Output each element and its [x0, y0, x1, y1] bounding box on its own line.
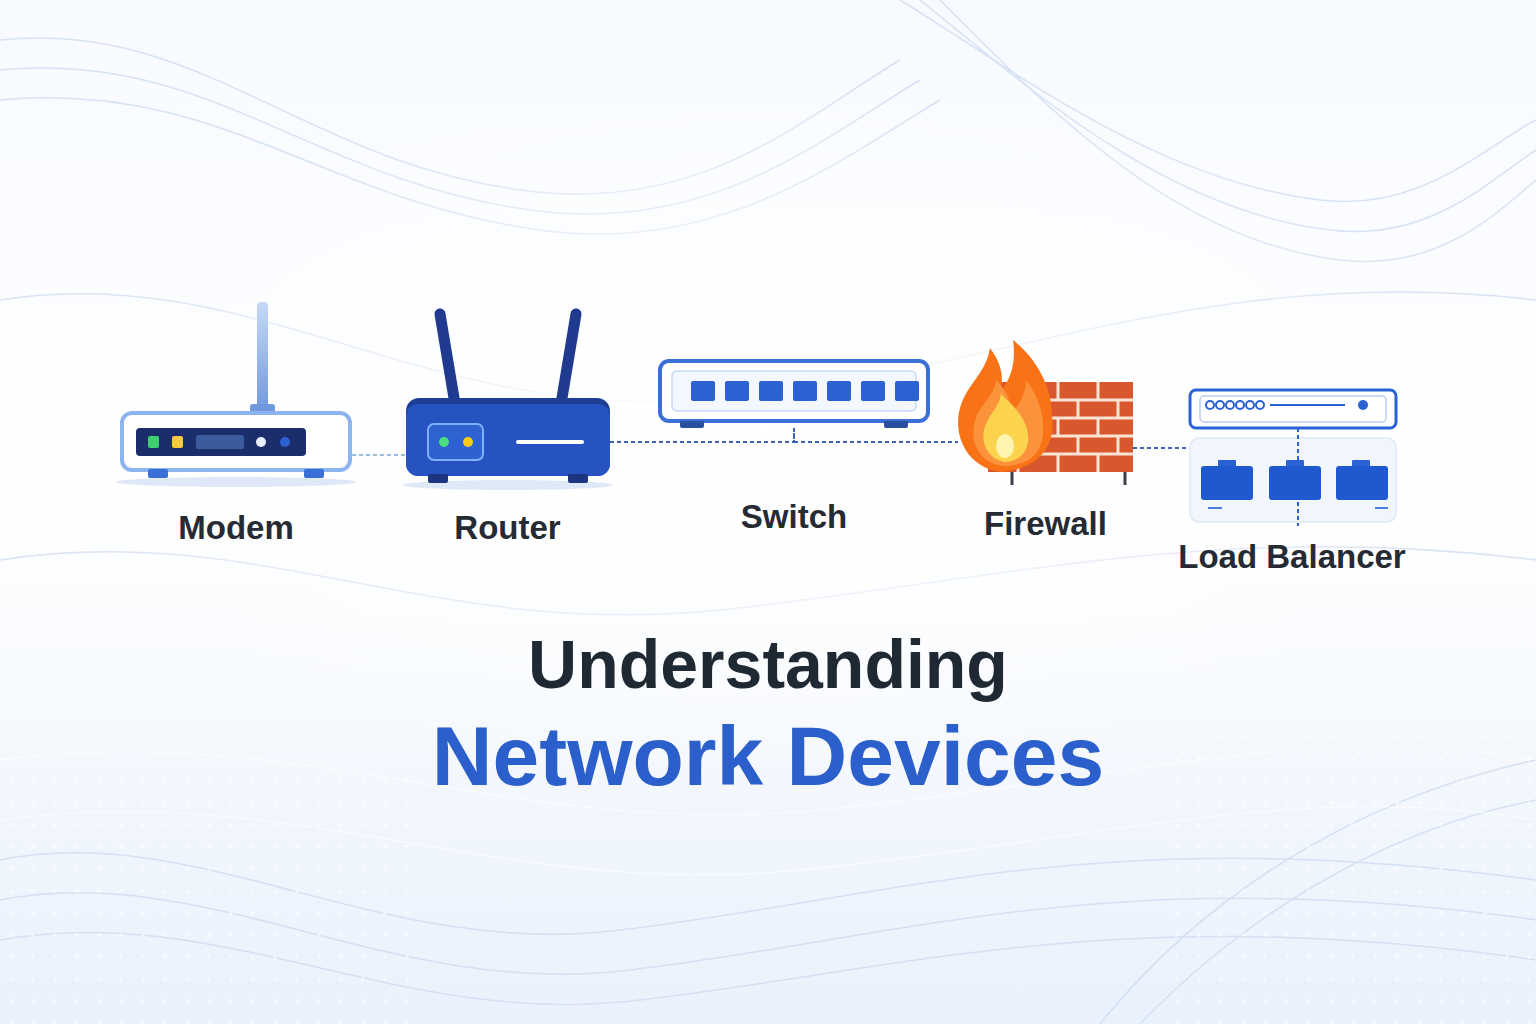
- device-node: Load Balancer: [1187, 385, 1397, 522]
- router-panel: [428, 424, 483, 460]
- router-body: [406, 404, 610, 476]
- antenna: [257, 302, 268, 412]
- device-label: Modem: [0, 511, 512, 544]
- flame-core: [996, 434, 1014, 458]
- status-light: [439, 437, 449, 447]
- switch-foot: [680, 421, 704, 428]
- server-tab: [1352, 460, 1370, 467]
- device-node: Firewall: [958, 340, 1133, 485]
- balancer-panel: [1200, 396, 1386, 422]
- connector-line: [610, 428, 794, 442]
- load-balancer-illustration: [1190, 390, 1396, 526]
- antenna: [440, 314, 455, 404]
- switch-port: [827, 381, 851, 401]
- status-light: [172, 436, 183, 448]
- device-label: Router: [245, 511, 770, 544]
- server-tab: [1286, 460, 1304, 467]
- server-tab: [1218, 460, 1236, 467]
- router-foot: [568, 474, 588, 483]
- switch-port: [691, 381, 715, 401]
- shadow: [116, 477, 356, 487]
- switch-port: [895, 381, 919, 401]
- modem-foot: [304, 469, 324, 478]
- connector-line: [1133, 447, 1187, 449]
- wall-leg: [1011, 470, 1014, 485]
- modem-panel: [136, 428, 306, 456]
- server-box: [1201, 466, 1253, 500]
- switch-port: [793, 381, 817, 401]
- router-stripe: [518, 440, 582, 444]
- balancer-port: [1206, 401, 1214, 409]
- balancer-port: [1236, 401, 1244, 409]
- server-box: [1336, 466, 1388, 500]
- balancer-ports: [1206, 401, 1264, 409]
- server-box: [1269, 466, 1321, 500]
- wall-leg: [1124, 470, 1127, 485]
- device-node: Switch: [658, 360, 930, 428]
- server-line: [1208, 507, 1222, 509]
- status-light: [148, 436, 159, 448]
- center-glow: [8, 100, 1528, 820]
- switch-panel: [672, 371, 916, 411]
- router-body-edge: [406, 398, 610, 476]
- device-node: Router: [405, 308, 610, 483]
- connector-line: [794, 428, 958, 442]
- router-illustration: [403, 314, 613, 490]
- internal-link: [1297, 428, 1299, 462]
- balancer-stripe: [1270, 404, 1345, 406]
- internal-link: [1297, 502, 1299, 526]
- switch-foot: [884, 421, 908, 428]
- balancer-port: [1246, 401, 1254, 409]
- balancer-port: [1216, 401, 1224, 409]
- device-label: Load Balancer: [1027, 540, 1536, 573]
- balancer-light: [1358, 400, 1368, 410]
- dot-field: [0, 760, 420, 1024]
- device-node: Modem: [120, 300, 352, 480]
- antenna: [561, 314, 576, 404]
- device-label: Firewall: [798, 507, 1293, 540]
- balancer-port: [1256, 401, 1264, 409]
- status-light: [463, 437, 473, 447]
- modem-foot: [148, 469, 168, 478]
- switch-port: [861, 381, 885, 401]
- server-line: [1375, 507, 1388, 509]
- switch-illustration: [660, 361, 928, 428]
- modem-illustration: [116, 302, 356, 487]
- switch-body: [660, 361, 928, 421]
- connector-line: [352, 454, 405, 456]
- firewall-illustration: [958, 340, 1133, 485]
- status-light: [280, 437, 290, 447]
- server-tray: [1190, 438, 1396, 522]
- flame-inner: [983, 394, 1028, 462]
- switch-port: [759, 381, 783, 401]
- flame-middle: [973, 380, 1043, 466]
- flame-outer: [958, 340, 1053, 472]
- balancer-unit: [1190, 390, 1396, 428]
- modem-body: [122, 413, 350, 470]
- switch-port: [725, 381, 749, 401]
- balancer-port: [1226, 401, 1234, 409]
- page-title: Understanding Network Devices: [408, 618, 1128, 802]
- status-light: [256, 437, 266, 447]
- display-bar: [196, 435, 244, 449]
- router-foot: [428, 474, 448, 483]
